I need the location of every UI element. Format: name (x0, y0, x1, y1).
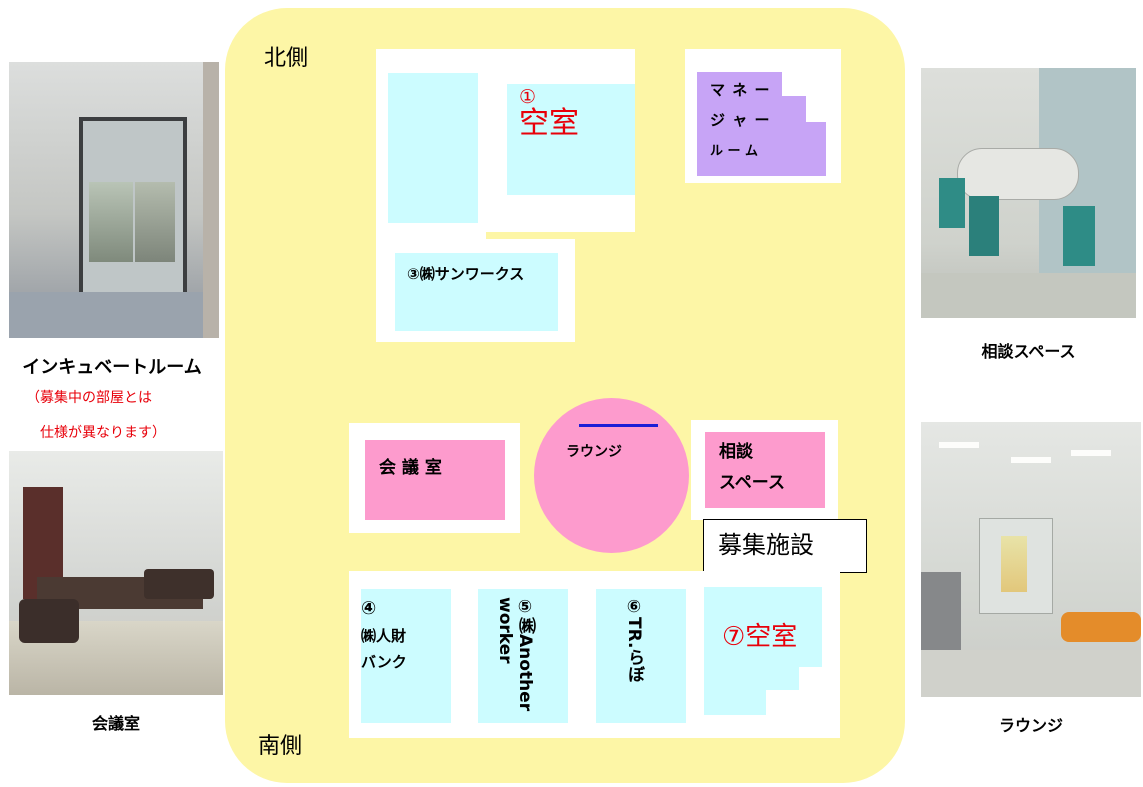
recruit-facility-box: 募集施設 (703, 519, 867, 573)
room-4-label-2: バンク (361, 653, 407, 671)
room-3-label: ③㈱サンワークス (407, 265, 525, 283)
room-6[interactable]: ⑥TR.らぼ (596, 589, 686, 723)
room-6-label: ⑥TR.らぼ (624, 597, 644, 683)
lounge-circle[interactable] (534, 398, 689, 553)
north-side-label: 北側 (264, 46, 309, 71)
consult-space-photo (921, 68, 1136, 318)
room-3[interactable]: ③㈱サンワークス (395, 253, 558, 331)
lounge-caption: ラウンジ (998, 716, 1063, 735)
room-1-number: ① (519, 86, 537, 108)
room-1-status: 空室 (519, 106, 579, 141)
meeting-room[interactable]: 会 議 室 (365, 440, 505, 520)
room-2[interactable] (388, 73, 478, 223)
lounge-label: ラウンジ (566, 444, 622, 460)
consult-space-label-2: スペース (719, 473, 785, 493)
incubate-room-note-1: （募集中の部屋とは (26, 390, 152, 406)
manager-room-label-2: ジ ャ ー (710, 111, 771, 129)
room-5-label: ⑤㈱Another worker (495, 597, 535, 712)
room-5[interactable]: ⑤㈱Another worker (478, 589, 568, 723)
incubate-room-note-2: 仕様が異なります） (40, 425, 166, 441)
meeting-room-caption: 会議室 (91, 714, 140, 733)
manager-room-label-3: ル ー ム (710, 144, 759, 159)
room-4-label-1: ㈱人財 (361, 627, 407, 645)
manager-room-step2 (804, 122, 826, 176)
room-7-lower (704, 665, 799, 690)
meeting-room-photo (9, 451, 223, 695)
room-1[interactable]: ① 空室 (507, 84, 635, 195)
manager-room[interactable] (697, 72, 782, 176)
room-7[interactable] (704, 587, 822, 667)
room-4-number: ④ (361, 598, 377, 619)
recruit-facility-label: 募集施設 (718, 531, 814, 559)
room-7-label: ⑦空室 (722, 622, 798, 652)
lounge-bar (579, 424, 658, 427)
consult-space-caption: 相談スペース (981, 342, 1076, 361)
south-side-label: 南側 (258, 734, 303, 759)
lounge-photo (921, 422, 1141, 697)
manager-room-label-1: マ ネ ー (710, 81, 771, 99)
room-4[interactable]: ④ ㈱人財 バンク (361, 589, 451, 723)
incubate-room-caption: インキュベートルーム (22, 357, 202, 378)
incubate-room-photo (9, 62, 219, 338)
room-7-bottom (704, 688, 766, 715)
consult-space-label-1: 相談 (719, 442, 753, 462)
meeting-room-label: 会 議 室 (379, 458, 442, 478)
consult-space[interactable]: 相談 スペース (705, 432, 825, 508)
manager-room-step1 (780, 96, 806, 176)
